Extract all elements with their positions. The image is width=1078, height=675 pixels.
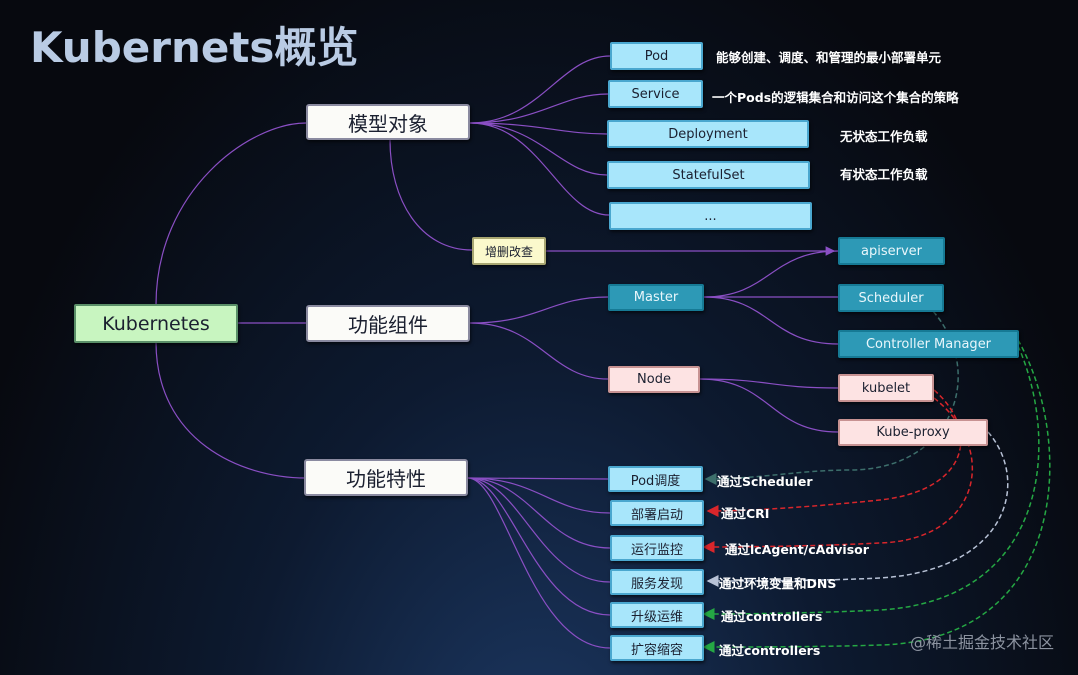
edge-model-service [469,93,609,124]
scheduler-node[interactable]: Scheduler [838,284,944,312]
page-title: Kubernets概览 [30,23,359,72]
controller-manager-node[interactable]: Controller Manager [838,330,1019,358]
edge-features-scale [467,477,611,649]
note-upgrade-ops: 通过controllers [721,609,823,624]
watermark: @稀土掘金技术社区 [909,633,1054,652]
deployment-node[interactable]: Deployment [607,120,809,148]
note-runtime-monitor: 通过lcAgent/cAdvisor [725,542,869,557]
edge-master-apiserver [703,250,839,298]
edge-node-kubelet [699,378,839,389]
pod-node[interactable]: Pod [610,42,703,70]
feature-pod-scheduling[interactable]: Pod调度 [608,466,703,492]
edge-components-node [469,322,609,380]
edge-master-controller [703,296,839,345]
feature-upgrade-ops[interactable]: 升级运维 [610,602,704,628]
edge-root-model [155,122,307,306]
feature-service-discovery[interactable]: 服务发现 [610,569,704,595]
feature-deploy-start[interactable]: 部署启动 [610,500,704,526]
more-node[interactable]: ... [609,202,812,230]
edge-model-more [469,122,610,216]
root-node[interactable]: Kubernetes [74,304,238,343]
note-service: 一个Pods的逻辑集合和访问这个集合的策略 [712,90,959,105]
category-model-objects[interactable]: 模型对象 [306,104,470,140]
statefulset-node[interactable]: StatefulSet [607,161,810,189]
kube-proxy-node[interactable]: Kube-proxy [838,419,988,446]
service-node[interactable]: Service [608,80,703,108]
edge-features-upgrade [467,477,611,616]
edge-model-crud [389,139,473,251]
note-scale: 通过controllers [719,643,821,658]
feature-runtime-monitor[interactable]: 运行监控 [610,535,704,561]
node-node[interactable]: Node [608,366,700,393]
link-kubelet-deploy [706,389,962,517]
edge-components-master [469,296,609,324]
note-deploy-start: 通过CRI [721,506,770,521]
edge-model-deployment [469,122,608,135]
edge-model-statefulset [469,122,608,176]
edge-features-podsched [467,477,609,480]
edge-model-pod [469,55,611,124]
feature-scale[interactable]: 扩容缩容 [610,635,704,661]
apiserver-node[interactable]: apiserver [838,237,945,265]
note-pod: 能够创建、调度、和管理的最小部署单元 [716,50,942,65]
note-deployment: 无状态工作负载 [840,129,928,144]
crud-node[interactable]: 增删改查 [472,237,546,265]
kubelet-node[interactable]: kubelet [838,374,934,402]
note-pod-scheduling: 通过Scheduler [717,474,813,489]
edge-node-proxy [699,378,839,433]
note-service-discovery: 通过环境变量和DNS [719,576,837,591]
master-node[interactable]: Master [608,284,704,311]
note-statefulset: 有状态工作负载 [840,167,928,182]
category-function-components[interactable]: 功能组件 [306,305,470,342]
edge-features-monitor [467,477,611,549]
edge-features-discovery [467,477,611,583]
edge-root-features [155,341,307,479]
category-function-features[interactable]: 功能特性 [304,459,468,496]
link-kubelet-monitor [702,397,973,553]
edge-features-deploy [467,477,611,514]
